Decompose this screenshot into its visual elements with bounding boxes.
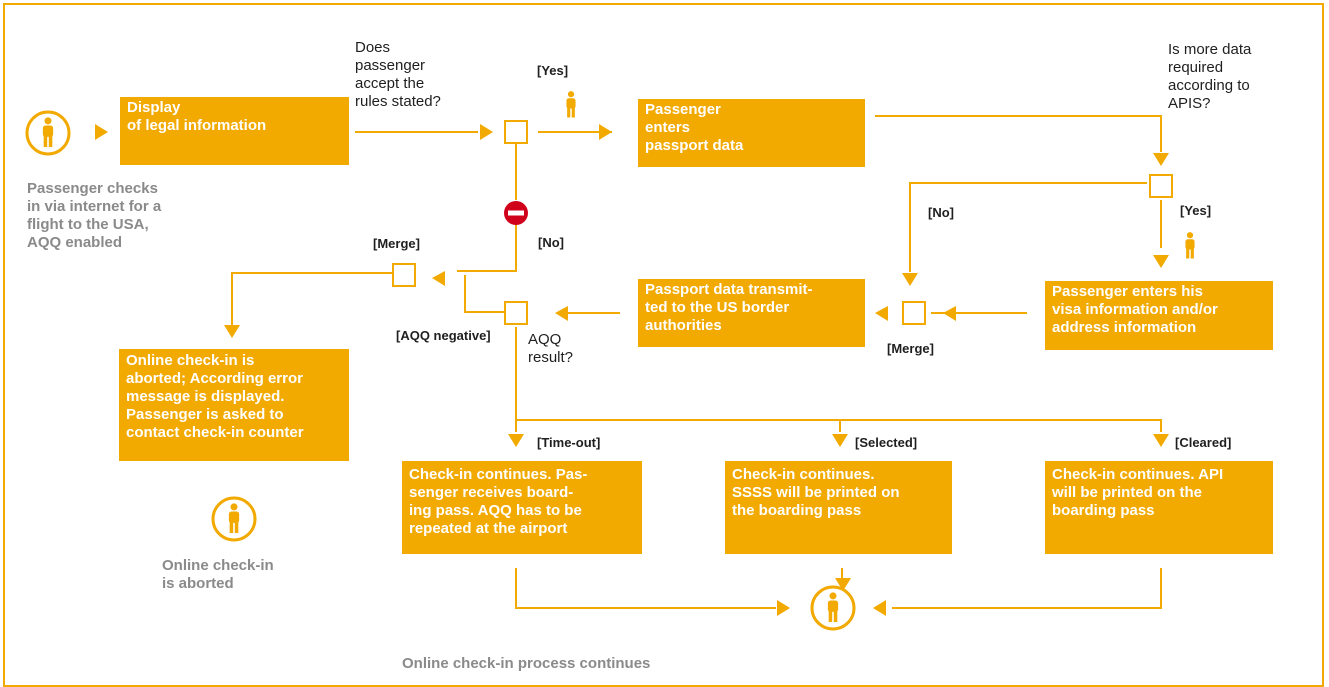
box-passport-entry: Passenger enters passport data bbox=[638, 99, 865, 167]
actor-continue-icon bbox=[810, 585, 856, 631]
actor-start-icon bbox=[25, 110, 71, 156]
question-more-data: Is more data required according to APIS? bbox=[1168, 41, 1252, 112]
label-yes-top: [Yes] bbox=[537, 63, 569, 78]
question-aqq-result: AQQ result? bbox=[528, 331, 574, 366]
caption-process-continues: Online check-in process continues bbox=[402, 655, 651, 672]
box-checkin-aborted: Online check-in is aborted; According er… bbox=[119, 349, 349, 461]
triangle-arrow-icons bbox=[95, 124, 1169, 616]
caption-aborted-end: Online check-in is aborted bbox=[162, 557, 274, 592]
decision-nodes bbox=[392, 120, 1173, 325]
no-entry-icon bbox=[504, 201, 528, 225]
box-selected: Check-in continues. SSSS will be printed… bbox=[725, 461, 952, 554]
actor-abort-icon bbox=[211, 496, 257, 542]
box-display-legal-info: Display of legal information bbox=[120, 97, 349, 165]
box-passport-transmit: Passport data transmit- ted to the US bo… bbox=[638, 279, 865, 347]
label-no-right: [No] bbox=[928, 205, 954, 220]
label-no-stop: [No] bbox=[538, 235, 564, 250]
walking-person-icon-right bbox=[1185, 232, 1195, 259]
box-timeout: Check-in continues. Pas- senger receives… bbox=[402, 461, 642, 554]
walking-person-icon-top bbox=[566, 91, 576, 118]
question-accept-rules: Does passenger accept the rules stated? bbox=[355, 39, 441, 110]
label-aqq-negative: [AQQ negative] bbox=[396, 328, 491, 343]
label-timeout: [Time-out] bbox=[537, 435, 601, 450]
label-cleared: [Cleared] bbox=[1175, 435, 1232, 450]
box-cleared: Check-in continues. API will be printed … bbox=[1045, 461, 1273, 554]
box-visa-info: Passenger enters his visa information an… bbox=[1045, 281, 1273, 350]
label-merge-right: [Merge] bbox=[887, 341, 934, 356]
label-yes-right: [Yes] bbox=[1180, 203, 1212, 218]
label-selected: [Selected] bbox=[855, 435, 918, 450]
label-merge-left: [Merge] bbox=[373, 236, 420, 251]
caption-start: Passenger checks in via internet for a f… bbox=[27, 180, 162, 251]
